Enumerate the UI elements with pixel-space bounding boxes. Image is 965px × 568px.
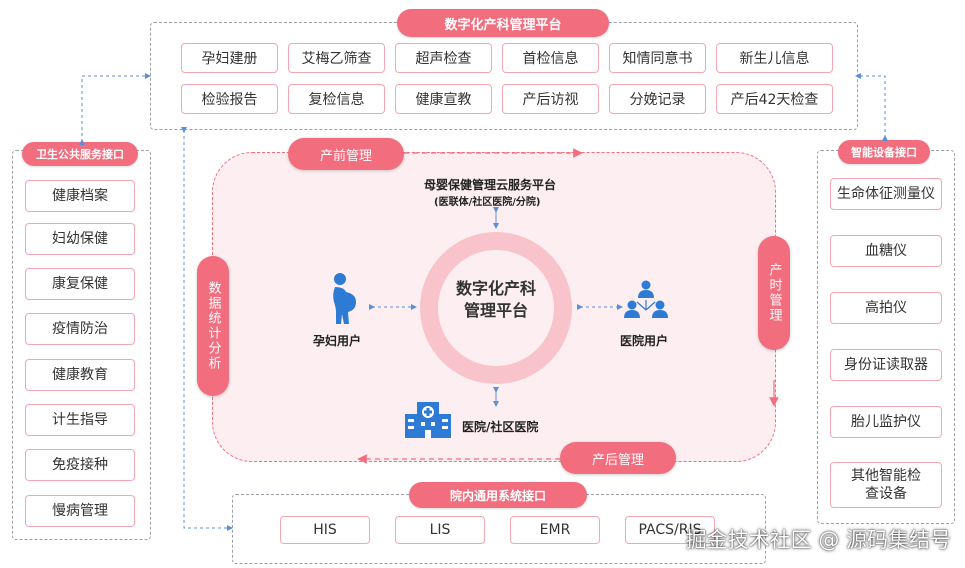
core-platform-title[interactable]: 数字化产科 管理平台 — [438, 278, 554, 322]
module-lab-report[interactable]: 检验报告 — [181, 84, 278, 114]
module-first-exam[interactable]: 首检信息 — [502, 43, 599, 73]
module-postpartum-42day[interactable]: 产后42天检查 — [716, 84, 833, 114]
bottom-item-emr[interactable]: EMR — [510, 516, 600, 544]
left-item-immunization[interactable]: 免疫接种 — [25, 449, 135, 481]
top-platform-title: 数字化产科管理平台 — [397, 9, 609, 37]
hospital-user-label: 医院用户 — [620, 334, 669, 348]
core-ring-inner — [438, 250, 554, 366]
watermark: 掘金技术社区 @ 源码集结号 — [685, 528, 951, 552]
module-aids-syphilis-hepb-screening[interactable]: 艾梅乙筛查 — [288, 43, 385, 73]
left-item-health-record[interactable]: 健康档案 — [25, 180, 135, 212]
bottom-item-his[interactable]: HIS — [280, 516, 370, 544]
stage-intrapartum[interactable]: 产时管理 — [758, 236, 790, 350]
left-item-epidemic[interactable]: 疫情防治 — [25, 313, 135, 345]
left-item-family-planning[interactable]: 计生指导 — [25, 404, 135, 436]
module-reexam-info[interactable]: 复检信息 — [288, 84, 385, 114]
right-item-glucometer[interactable]: 血糖仪 — [830, 235, 942, 267]
cloud-platform-subtitle: (医联体/社区医院/分院) — [434, 197, 541, 208]
bottom-panel-title: 院内通用系统接口 — [409, 482, 587, 508]
bottom-item-lis[interactable]: LIS — [395, 516, 485, 544]
module-informed-consent[interactable]: 知情同意书 — [609, 43, 706, 73]
module-ultrasound[interactable]: 超声检查 — [395, 43, 492, 73]
module-postpartum-visit[interactable]: 产后访视 — [502, 84, 599, 114]
right-item-vitals-meter[interactable]: 生命体征测量仪 — [830, 178, 942, 210]
right-item-fetal-monitor[interactable]: 胎儿监护仪 — [830, 406, 942, 438]
cloud-platform-title: 母婴保健管理云服务平台 — [424, 178, 557, 192]
right-item-document-camera[interactable]: 高拍仪 — [830, 292, 942, 324]
core-title-line2: 管理平台 — [463, 301, 528, 320]
hospital-users-icon — [624, 280, 668, 318]
hospital-building-icon — [405, 402, 451, 438]
right-item-other-devices[interactable]: 其他智能检 查设备 — [830, 462, 942, 508]
module-pregnancy-registration[interactable]: 孕妇建册 — [181, 43, 278, 73]
pregnant-woman-icon — [333, 273, 356, 324]
stage-postpartum[interactable]: 产后管理 — [560, 442, 676, 474]
left-panel-title: 卫生公共服务接口 — [22, 142, 138, 166]
module-newborn-info[interactable]: 新生儿信息 — [716, 43, 833, 73]
stage-data-analysis[interactable]: 数据统计分析 — [197, 256, 229, 396]
pregnant-user-label: 孕妇用户 — [313, 334, 362, 348]
stage-prenatal[interactable]: 产前管理 — [288, 138, 404, 170]
left-item-maternal-child[interactable]: 妇幼保健 — [25, 223, 135, 255]
left-item-rehab[interactable]: 康复保健 — [25, 268, 135, 300]
left-item-chronic[interactable]: 慢病管理 — [25, 495, 135, 527]
left-item-health-edu[interactable]: 健康教育 — [25, 359, 135, 391]
core-title-line1: 数字化产科 — [455, 279, 536, 298]
right-item-id-reader[interactable]: 身份证读取器 — [830, 349, 942, 381]
module-health-education[interactable]: 健康宣教 — [395, 84, 492, 114]
right-panel-title: 智能设备接口 — [838, 140, 930, 164]
hospital-node-label: 医院/社区医院 — [462, 420, 539, 434]
bottom-item-pacs-ris[interactable]: PACS/RIS — [625, 516, 715, 544]
module-delivery-record[interactable]: 分娩记录 — [609, 84, 706, 114]
